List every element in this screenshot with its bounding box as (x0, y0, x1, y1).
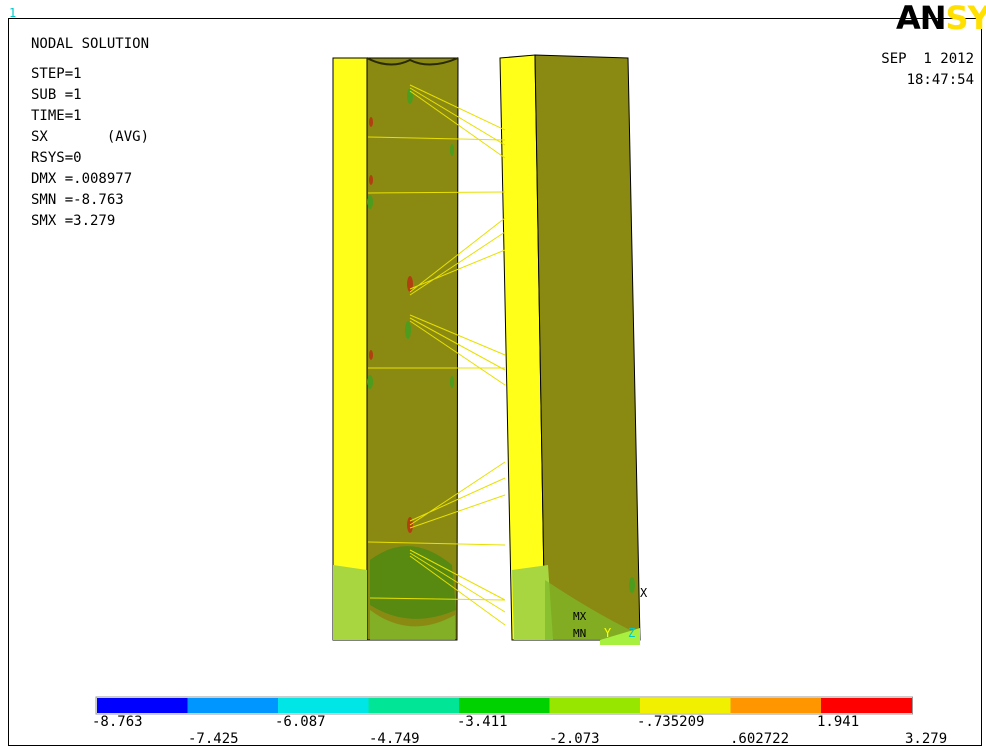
z-axis-label: Z (628, 626, 636, 640)
solution-time: 18:47:54 (906, 72, 974, 88)
legend-label-top: -.735209 (637, 714, 705, 730)
legend-label-bottom: -2.073 (549, 731, 600, 747)
stress-spot (450, 376, 454, 388)
left-column-base-light (333, 565, 367, 640)
stress-spot (369, 175, 373, 185)
right-column (499, 54, 641, 645)
info-dmx: DMX =.008977 (31, 171, 133, 187)
legend-swatch (97, 698, 188, 713)
solution-date: SEP 1 2012 (881, 51, 974, 67)
legend-label-top: -6.087 (275, 714, 326, 730)
max-marker: MX (573, 610, 587, 623)
left-column-main-face (366, 57, 459, 641)
x-axis-label: X (640, 586, 648, 600)
connector-ties (367, 84, 506, 626)
info-component: SX (AVG) (31, 129, 150, 145)
min-marker: MN (573, 627, 587, 640)
right-column-base-light (512, 565, 553, 640)
legend-swatch (730, 698, 822, 713)
legend-label-bottom: -4.749 (369, 731, 420, 747)
stress-spot (369, 117, 373, 127)
legend-swatch (187, 698, 279, 713)
window-number: 1 (9, 6, 17, 20)
legend-label-top: -3.411 (457, 714, 508, 730)
legend-swatch (278, 698, 369, 713)
legend-swatch (368, 698, 460, 713)
stress-spot (367, 375, 373, 389)
y-axis-label: Y (604, 626, 612, 640)
info-rsys: RSYS=0 (31, 150, 82, 166)
right-column-base-zone (545, 580, 640, 640)
left-column-stress-zone (370, 546, 456, 619)
legend-label-bottom: -7.425 (188, 731, 239, 747)
logo-part-dark: AN (896, 4, 947, 32)
legend-swatch (640, 698, 731, 713)
left-column-top-edge (366, 57, 459, 66)
info-time: TIME=1 (31, 108, 82, 124)
legend-label-top: 1.941 (817, 714, 860, 730)
left-column (332, 57, 459, 641)
legend-swatch (459, 698, 550, 713)
stress-spot (405, 321, 411, 339)
legend-label-bottom: .602722 (730, 731, 790, 747)
info-smx: SMX =3.279 (31, 213, 116, 229)
min-stress-zone (600, 628, 640, 645)
stress-spot (450, 144, 454, 156)
stress-spot (629, 577, 635, 593)
info-smn: SMN =-8.763 (31, 192, 124, 208)
legend-swatches (95, 696, 913, 715)
logo-part-yellow: SYS (945, 4, 986, 32)
legend-swatch (549, 698, 641, 713)
legend-swatch (821, 698, 912, 713)
info-step: STEP=1 (31, 66, 82, 82)
stress-spot (369, 350, 373, 360)
left-column-base-zone (370, 610, 455, 640)
viewport-frame (8, 18, 982, 746)
info-sub: SUB =1 (31, 87, 82, 103)
legend-frame (95, 696, 913, 715)
legend-label-bottom: 3.279 (905, 731, 948, 747)
stress-spot (367, 195, 373, 209)
info-title: NODAL SOLUTION (31, 36, 150, 52)
legend-label-top: -8.763 (92, 714, 143, 730)
